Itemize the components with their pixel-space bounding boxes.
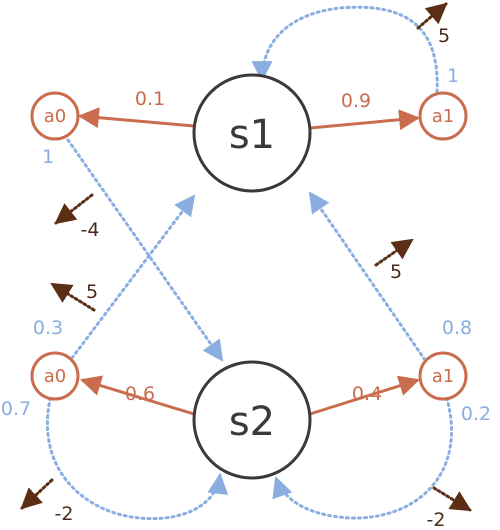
reward-label: -2 — [427, 509, 446, 530]
action-label: a1 — [432, 366, 454, 387]
state-label: s1 — [229, 112, 275, 158]
action-prob-label: 0.4 — [352, 383, 382, 405]
action-edge-s1-a1 — [309, 109, 421, 131]
action-prob-label: 0.1 — [135, 88, 165, 110]
action-edges — [77, 107, 421, 416]
transition-prob-label: 0.8 — [442, 317, 472, 339]
reward-arrow-6 — [432, 486, 472, 512]
reward-label: 5 — [438, 25, 450, 47]
action-node-s2-a1: a1 — [418, 351, 468, 401]
action-label: a1 — [432, 106, 454, 127]
reward-label: -2 — [55, 503, 74, 525]
transition-edge-s1a1-to-s1 — [251, 5, 439, 94]
reward-arrow-1 — [416, 2, 448, 30]
transition-edge-s2a0-to-s2 — [45, 390, 229, 521]
reward-label: 5 — [390, 261, 402, 283]
transition-prob-label: 0.7 — [1, 398, 31, 420]
transition-prob-label: 1 — [447, 65, 459, 87]
reward-arrow-3 — [50, 282, 96, 312]
reward-label: 5 — [86, 281, 98, 303]
reward-arrow-5 — [20, 478, 54, 510]
reward-label: -4 — [81, 219, 100, 241]
action-node-s2-a0: a0 — [30, 351, 80, 401]
transition-prob-label: 1 — [42, 146, 54, 168]
transition-prob-label: 0.2 — [461, 403, 491, 425]
reward-arrow-2 — [54, 193, 94, 225]
state-label: s2 — [229, 399, 275, 445]
state-node-s2: s2 — [192, 360, 312, 480]
action-label: a0 — [44, 106, 66, 127]
action-prob-label: 0.6 — [125, 383, 155, 405]
action-prob-label: 0.9 — [341, 90, 371, 112]
action-edge-s1-a0 — [77, 107, 195, 129]
action-label: a0 — [44, 366, 66, 387]
transition-edge-s2a1-to-s1 — [308, 191, 427, 362]
transition-edge-s2a1-to-s2 — [272, 390, 453, 520]
action-edge-s2-a1 — [309, 375, 421, 416]
transition-edge-s2a0-to-s1 — [70, 194, 196, 360]
transition-edge-s1a0-to-s2 — [66, 138, 224, 362]
transition-prob-label: 0.3 — [33, 317, 63, 339]
state-node-s1: s1 — [192, 73, 312, 193]
reward-arrow-4 — [374, 238, 414, 267]
action-edge-s2-a0 — [79, 375, 195, 416]
action-node-s1-a0: a0 — [30, 91, 80, 141]
reward-arrows — [20, 2, 472, 512]
action-node-s1-a1: a1 — [418, 91, 468, 141]
transition-edges — [45, 5, 453, 521]
